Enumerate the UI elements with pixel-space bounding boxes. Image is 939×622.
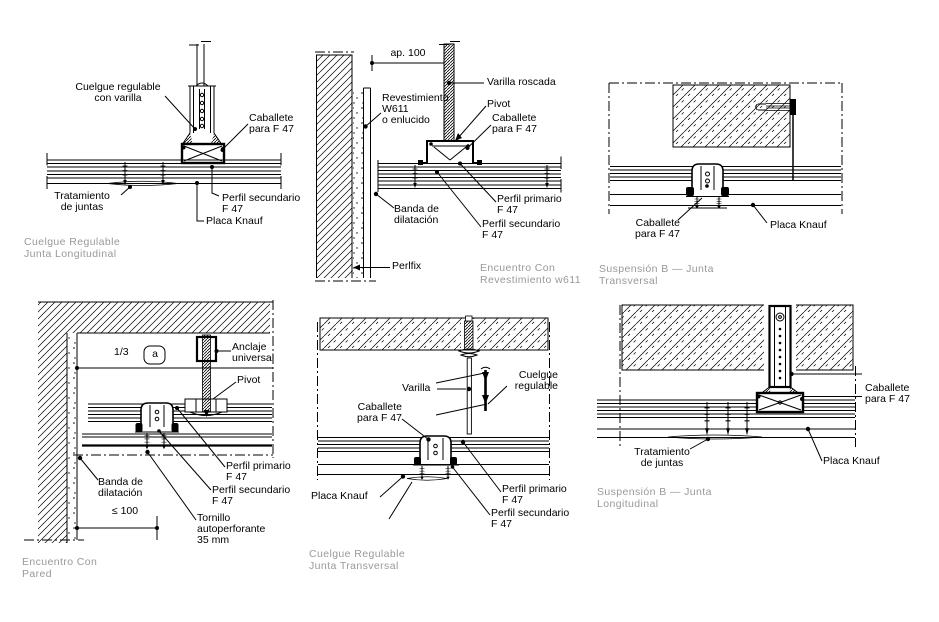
caption-panel-4: Encuentro Con Pared [22, 556, 98, 580]
label-tratamiento-de-juntas: Tratamiento de juntas [54, 190, 110, 213]
label-placa-knauf: Placa Knauf [823, 455, 880, 467]
panel-1-drawing [46, 41, 282, 222]
label-dim-max-100: ≤ 100 [111, 505, 139, 517]
label-tornillo-autoperforante: Tornillo autoperforante 35 mm [197, 512, 266, 546]
label-caballete-f47: Caballete para F 47 [635, 217, 680, 240]
panel-2-drawing [315, 41, 562, 282]
label-tratamiento-de-juntas: Tratamiento de juntas [634, 446, 690, 469]
label-perlfix: Perlfix [392, 260, 422, 272]
label-caballete-f47: Caballete para F 47 [865, 382, 910, 405]
label-dim-ap-100: ap. 100 [390, 47, 426, 59]
label-banda-de-dilatacion: Banda de dilatación [98, 476, 143, 499]
panel-6-drawing [597, 303, 862, 462]
label-caballete-f47: Caballete para F 47 [492, 112, 537, 135]
label-placa-knauf: Placa Knauf [311, 490, 368, 502]
label-perfil-secundario: Perfil secundario F 47 [212, 484, 291, 507]
caption-panel-6: Suspensión B — Junta Longitudinal [597, 486, 712, 510]
label-cuelgue-regulable-con-varilla: Cuelgue regulable con varilla [75, 81, 161, 104]
label-caballete-f47: Caballete para F 47 [249, 112, 294, 135]
label-detail-letter-a: a [152, 348, 158, 360]
panel-3-drawing [608, 82, 843, 224]
label-varilla-roscada: Varilla roscada [487, 76, 556, 88]
label-cuelgue-regulable: Cuelgue regulable [514, 369, 558, 392]
caption-panel-2: Encuentro Con Revestimiento w611 [480, 262, 581, 286]
label-anclaje-universal: Anclaje universal [232, 341, 275, 364]
label-placa-knauf: Placa Knauf [770, 219, 827, 231]
label-perfil-secundario: Perfil secundario F 47 [222, 192, 301, 215]
caption-panel-3: Suspensión B — Junta Transversal [599, 263, 714, 287]
label-perfil-primario: Perfil primario F 47 [502, 483, 567, 506]
label-caballete-f47: Caballete para F 47 [357, 401, 402, 424]
panel-4-drawing [24, 300, 274, 543]
label-perfil-primario: Perfil primario F 47 [497, 193, 562, 216]
label-perfil-secundario: Perfil secundario F 47 [482, 218, 561, 241]
caption-panel-5: Cuelgue Regulable Junta Transversal [309, 548, 406, 572]
label-banda-de-dilatacion: Banda de dilatación [394, 203, 439, 226]
label-perfil-primario: Perfil primario F 47 [226, 460, 291, 483]
label-fraction-1-3: 1/3 [114, 346, 129, 358]
label-pivot: Pivot [487, 98, 511, 110]
label-perfil-secundario: Perfil secundario F 47 [491, 507, 570, 530]
label-varilla: Varilla [402, 382, 431, 394]
label-placa-knauf: Placa Knauf [206, 215, 263, 227]
caption-panel-1: Cuelgue Regulable Junta Longitudinal [24, 236, 121, 260]
panel-5-drawing [317, 315, 550, 520]
label-pivot: Pivot [237, 374, 261, 386]
label-revestimiento-w611: Revestimiento W611 o enlucido [382, 92, 449, 126]
